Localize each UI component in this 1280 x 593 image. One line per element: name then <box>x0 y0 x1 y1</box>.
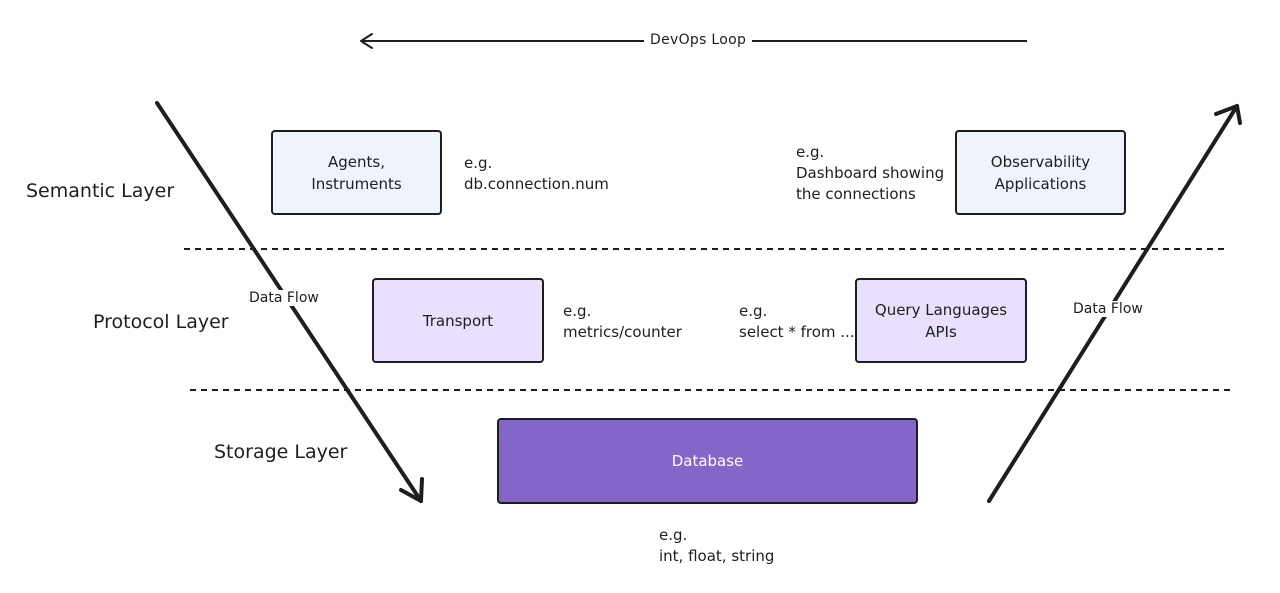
data-flow-down-arrowhead <box>399 477 424 503</box>
devops-loop-arrowhead <box>360 33 373 49</box>
observability-applications-box: Observability Applications <box>955 130 1126 215</box>
transport-box: Transport <box>372 278 544 363</box>
data-flow-up-arrowhead <box>1214 104 1242 125</box>
data-flow-left-label: Data Flow <box>246 290 322 306</box>
observability-applications-label: Observability Applications <box>990 152 1091 193</box>
transport-example-note: e.g. metrics/counter <box>563 302 682 341</box>
database-box: Database <box>497 418 918 504</box>
storage-layer-label: Storage Layer <box>214 441 348 463</box>
query-example-note: e.g. select * from ... <box>739 302 855 341</box>
protocol-layer-label: Protocol Layer <box>93 311 229 333</box>
query-languages-apis-label: Query Languages APIs <box>874 300 1008 341</box>
database-label: Database <box>671 452 744 470</box>
data-flow-right-label: Data Flow <box>1070 301 1146 317</box>
query-languages-apis-box: Query Languages APIs <box>855 278 1027 363</box>
database-example-note: e.g. int, float, string <box>659 526 775 565</box>
agents-instruments-box: Agents, Instruments <box>271 130 442 215</box>
observability-example-note: e.g. Dashboard showing the connections <box>796 143 945 203</box>
transport-label: Transport <box>422 311 494 330</box>
agents-example-note: e.g. db.connection.num <box>464 154 609 193</box>
agents-instruments-label: Agents, Instruments <box>311 152 402 193</box>
semantic-layer-label: Semantic Layer <box>26 180 175 202</box>
devops-loop-label: DevOps Loop <box>644 32 753 48</box>
